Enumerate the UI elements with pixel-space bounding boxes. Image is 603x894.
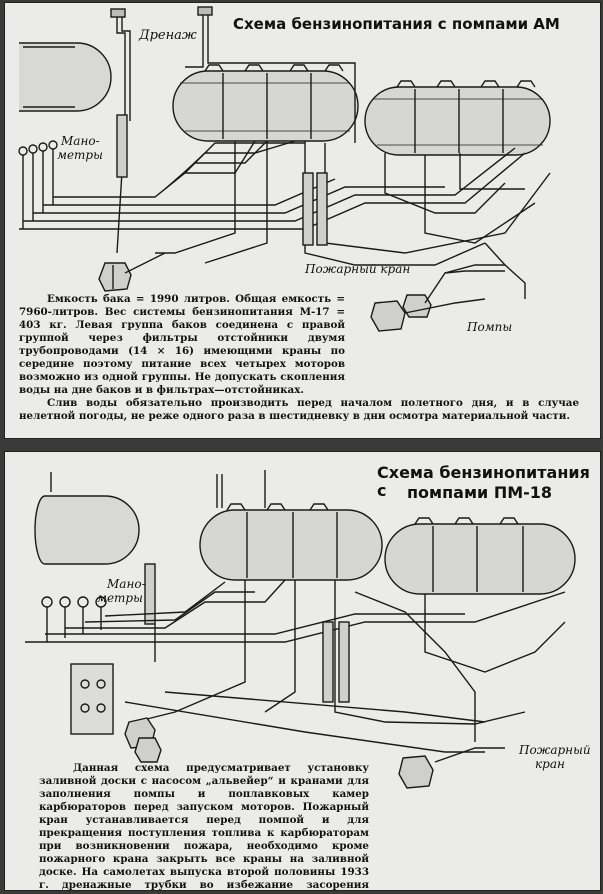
tank-group-1 — [172, 64, 359, 142]
pump-left — [98, 262, 132, 292]
diagram-panel-am: Схема бензинопитания с помпами АМ Дренаж… — [4, 2, 601, 439]
pump-right — [398, 755, 434, 789]
tank-left — [19, 42, 112, 112]
diagram-panel-pm18: Схема бензинопитания с помпами ПМ-18 Ман… — [4, 451, 601, 891]
priming-board — [70, 663, 114, 735]
tank-group-1 — [199, 503, 383, 581]
description-paragraph-1: Емкость бака = 1990 литров. Общая емкост… — [19, 293, 345, 396]
manometer-gauges — [18, 140, 58, 229]
manometers-label-line1: Мано- — [107, 577, 146, 591]
description-paragraph-2: Слив воды обязательно производить перед … — [19, 397, 579, 422]
fuel-system-drawing-am — [18, 6, 551, 332]
tank-group-2 — [384, 517, 576, 595]
description-text: Емкость бака = 1990 литров. Общая емкост… — [19, 293, 579, 423]
manometers-label-line2: метры — [57, 148, 103, 162]
pumps-label: Помпы — [467, 320, 513, 334]
description-text: Данная схема предусматривает установку з… — [39, 762, 585, 891]
diagram-title-line1: Схема бензинопитания с — [377, 463, 590, 500]
manometers-label-line2: метры — [97, 591, 143, 605]
fire-valve-label: Пожарный кран — [305, 262, 411, 276]
pump-left-2 — [134, 737, 162, 763]
manometers-label-line1: Мано- — [61, 134, 100, 148]
diagram-title: Схема бензинопитания с помпами АМ — [233, 15, 560, 33]
tank-group-2 — [364, 80, 551, 156]
fire-valve-label-line2: кран — [535, 757, 565, 771]
tank-left — [34, 495, 140, 565]
fire-valve-label-line1: Пожарный — [519, 743, 591, 757]
description-paragraph-1: Данная схема предусматривает установку з… — [39, 762, 369, 891]
diagram-title-line2: помпами ПМ-18 — [407, 483, 553, 502]
drainage-label: Дренаж — [139, 28, 197, 43]
manometer-gauges — [41, 596, 107, 642]
fuel-system-drawing-pm18 — [25, 470, 576, 789]
pump-right-1 — [370, 300, 406, 332]
